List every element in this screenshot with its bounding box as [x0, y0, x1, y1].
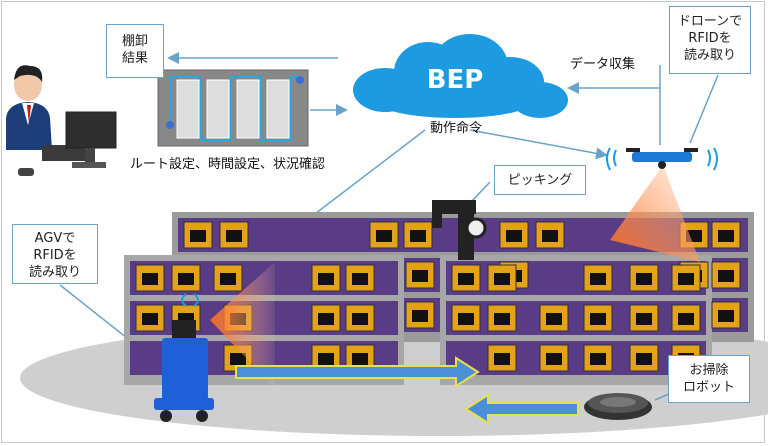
item-silhouette [190, 230, 206, 242]
item-silhouette [718, 270, 734, 282]
item-silhouette [178, 273, 194, 285]
item-silhouette [590, 353, 606, 365]
item-silhouette [352, 353, 368, 365]
drone-callout-line [689, 74, 719, 144]
drone-rfid-callout: ドローンで RFIDを 読み取り [669, 6, 751, 74]
item-silhouette [318, 273, 334, 285]
operation-command-label: 動作命令 [430, 121, 483, 136]
agv-rfid-callout: AGVで RFIDを 読み取り [12, 224, 98, 284]
agv-scan-beam [210, 262, 275, 388]
item-silhouette [546, 353, 562, 365]
item-silhouette [412, 270, 428, 282]
bep-cloud [353, 34, 568, 118]
item-silhouette [410, 230, 426, 242]
item-silhouette [226, 230, 242, 242]
item-silhouette [542, 230, 558, 242]
drone [606, 147, 718, 171]
item-silhouette [494, 273, 510, 285]
picking-robot-arm [432, 200, 487, 260]
item-silhouette [678, 273, 694, 285]
item-box [311, 264, 341, 292]
item-silhouette [458, 273, 474, 285]
item-box [219, 221, 249, 249]
item-silhouette [678, 313, 694, 325]
item-silhouette [494, 313, 510, 325]
floor-arrow-left [464, 393, 579, 425]
item-silhouette [506, 230, 522, 242]
item-box [369, 221, 399, 249]
item-box [583, 304, 613, 332]
item-silhouette [318, 313, 334, 325]
inventory-result-callout: 棚卸 結果 [106, 24, 164, 78]
item-silhouette [352, 313, 368, 325]
item-silhouette [458, 313, 474, 325]
item-silhouette [142, 273, 158, 285]
item-silhouette [412, 310, 428, 322]
item-silhouette [376, 230, 392, 242]
item-silhouette [546, 313, 562, 325]
route-setting-label: ルート設定、時間設定、状況確認 [130, 157, 326, 172]
item-silhouette [352, 273, 368, 285]
picking-callout: ピッキング [494, 165, 586, 195]
picking-callout-line [469, 181, 491, 204]
bep-label: BEP [427, 65, 484, 95]
item-silhouette [636, 353, 652, 365]
item-silhouette [318, 353, 334, 365]
route-board [157, 69, 309, 147]
item-silhouette [590, 313, 606, 325]
item-box [345, 304, 375, 332]
computer-monitor [18, 111, 117, 176]
item-silhouette [636, 273, 652, 285]
item-silhouette [220, 273, 236, 285]
cleaning-robot-callout: お掃除 ロボット [668, 355, 750, 403]
floor-arrow-right [235, 356, 480, 388]
item-silhouette [718, 310, 734, 322]
item-silhouette [230, 353, 246, 365]
item-silhouette [142, 313, 158, 325]
data-collection-label: データ収集 [570, 57, 636, 72]
drone-scan-beam [610, 165, 700, 262]
item-silhouette [718, 230, 734, 242]
command-to-drone-arrow [469, 129, 608, 160]
item-box [487, 344, 517, 372]
item-silhouette [636, 313, 652, 325]
agv-robot [154, 293, 214, 422]
operator-person [6, 65, 87, 161]
item-silhouette [590, 273, 606, 285]
item-silhouette [494, 353, 510, 365]
cleaning-robot [584, 393, 652, 420]
